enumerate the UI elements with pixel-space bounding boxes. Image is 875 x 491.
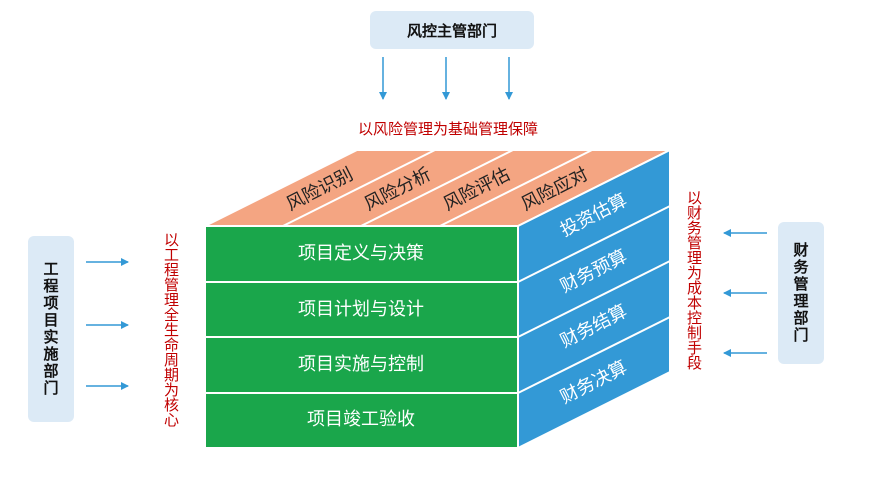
top-principle-label: 以风险管理为基础管理保障 bbox=[358, 120, 539, 138]
side-divider-1 bbox=[517, 205, 671, 283]
front-item-2: 项目计划与设计 bbox=[298, 299, 424, 320]
top-divider-3 bbox=[439, 149, 593, 227]
front-item-1: 项目定义与决策 bbox=[298, 243, 424, 264]
left-principle-label: 以工程管理全生命周期为核心 bbox=[162, 232, 180, 427]
risk-control-department-label: 风控主管部门 bbox=[406, 21, 497, 40]
finance-department-box: 财务管理部门 bbox=[778, 222, 824, 364]
front-item-3: 项目实施与控制 bbox=[298, 354, 424, 375]
side-divider-3 bbox=[517, 316, 671, 394]
top-divider-1 bbox=[282, 149, 436, 227]
engineering-department-box: 工程项目实施部门 bbox=[28, 236, 74, 422]
top-divider-2 bbox=[360, 149, 514, 227]
right-principle-label: 以财务管理为成本控制手段 bbox=[685, 190, 703, 370]
front-item-4: 项目竣工验收 bbox=[307, 409, 415, 430]
risk-control-department-box: 风控主管部门 bbox=[370, 11, 534, 49]
engineering-department-label: 工程项目实施部门 bbox=[41, 261, 60, 397]
finance-department-label: 财务管理部门 bbox=[791, 242, 810, 344]
side-divider-2 bbox=[517, 260, 671, 338]
